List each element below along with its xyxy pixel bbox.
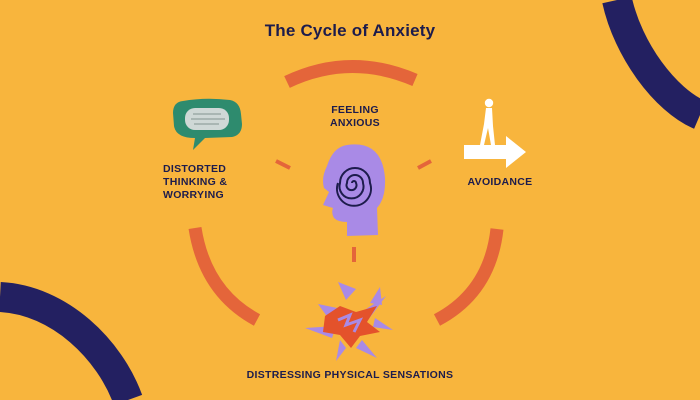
- cycle-arc-right: [433, 228, 504, 326]
- label-distorted-thinking: DISTORTED THINKING & WORRYING: [163, 163, 273, 202]
- connector-dash-right: [417, 159, 432, 170]
- burst-icon: [305, 282, 393, 361]
- head-swirl-icon: [323, 144, 386, 236]
- label-distorted-line-1: DISTORTED: [163, 163, 227, 175]
- corner-arc-top-right: [602, 0, 700, 129]
- corner-arc-bottom-left: [0, 282, 143, 400]
- label-feeling-anxious-line-1: FEELING: [331, 104, 379, 116]
- label-feeling-anxious: FEELING ANXIOUS: [300, 104, 410, 130]
- label-feeling-anxious-line-2: ANXIOUS: [330, 117, 380, 129]
- label-physical-sensations: DISTRESSING PHYSICAL SENSATIONS: [246, 369, 454, 381]
- walking-person-arrow-icon: [464, 98, 526, 168]
- thought-bubble-icon: [173, 98, 242, 150]
- label-avoidance: AVOIDANCE: [467, 176, 533, 188]
- connector-dash-left: [275, 159, 291, 170]
- label-distorted-line-2: THINKING &: [163, 176, 228, 188]
- diagram-title: The Cycle of Anxiety: [264, 21, 436, 40]
- label-distorted-line-3: WORRYING: [163, 189, 224, 201]
- cycle-arc-top: [284, 60, 418, 88]
- cycle-arc-left: [188, 226, 261, 326]
